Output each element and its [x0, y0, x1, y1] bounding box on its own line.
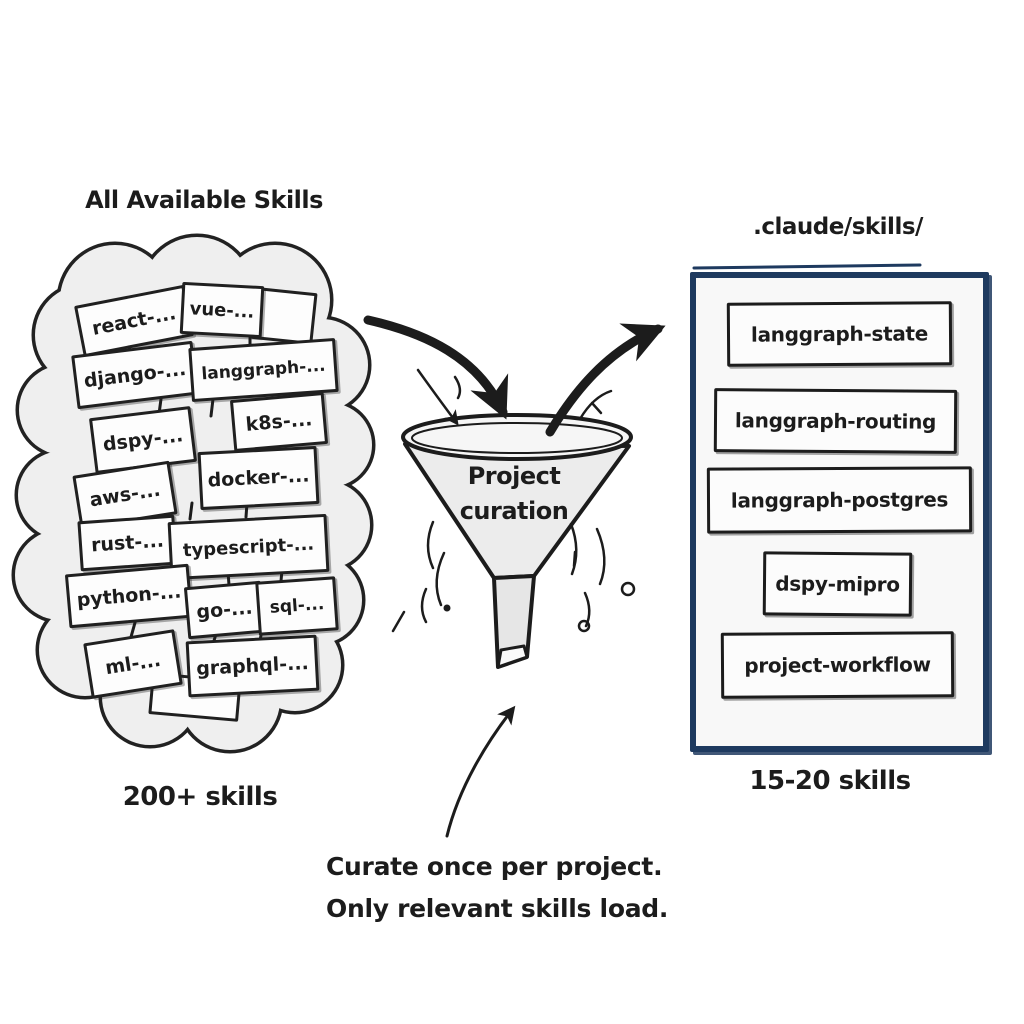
skill-card-rust: rust-... [77, 514, 178, 572]
left-caption: 200+ skills [122, 782, 278, 812]
skill-card-vue: vue-... [179, 281, 265, 339]
skill-card-label: rust-... [90, 529, 165, 557]
bottom-note-line1: Curate once per project. [326, 852, 663, 881]
skill-card-label: docker-... [207, 464, 310, 492]
skill-card-label: k8s-... [244, 408, 314, 436]
skill-card-label: langgraph-... [200, 355, 327, 385]
left-title: All Available Skills [85, 186, 323, 214]
folder-skill-label: langgraph-routing [734, 408, 937, 434]
skill-card-label: vue-... [189, 297, 255, 323]
funnel-label-line1: Project [467, 462, 561, 490]
skill-card-label: ml-... [103, 648, 163, 680]
arrow-funnel-to-folder [545, 323, 666, 437]
skill-card-go: go-... [183, 580, 266, 640]
funnel [401, 413, 633, 669]
skill-card-label: sql-... [269, 594, 325, 618]
skill-card-label: dspy-... [101, 424, 185, 456]
folder-skill-langgraph-routing: langgraph-routing [713, 388, 958, 454]
arrow-into-funnel-small [416, 368, 459, 426]
folder-skill-label: dspy-mipro [775, 571, 900, 597]
skill-card-python: python-... [64, 563, 194, 629]
skill-card-label: go-... [195, 596, 254, 624]
skill-card-graphql: graphql-... [185, 634, 320, 698]
folder-skill-project-workflow: project-workflow [720, 631, 955, 699]
skill-card-docker: docker-... [197, 445, 320, 511]
folder-skill-langgraph-state: langgraph-state [726, 301, 953, 367]
bottom-note-line2: Only relevant skills load. [326, 894, 669, 923]
folder-skill-langgraph-postgres: langgraph-postgres [706, 466, 973, 534]
folder-skill-dspy-mipro: dspy-mipro [762, 551, 913, 617]
skill-card-label: aws-... [88, 478, 162, 512]
skill-card-label: django-... [82, 357, 188, 393]
folder-skill-label: langgraph-state [750, 321, 929, 347]
folder-title: .claude/skills/ [753, 214, 923, 240]
arrow-note-to-funnel [445, 705, 516, 838]
arrow-cloud-to-funnel [363, 315, 509, 420]
folder-skill-label: langgraph-postgres [730, 487, 949, 513]
bottom-note: Curate once per project. Only relevant s… [326, 846, 746, 930]
skill-card-sql: sql-... [255, 576, 339, 636]
skill-card-label: python-... [75, 580, 183, 612]
skill-card-label: graphql-... [195, 652, 310, 680]
funnel-label-line2: curation [459, 497, 569, 525]
skill-card-k8s: k8s-... [229, 392, 329, 452]
folder-skill-label: project-workflow [744, 652, 931, 678]
right-caption: 15-20 skills [749, 766, 911, 796]
skill-card-label: typescript-... [182, 533, 315, 561]
skill-card-label: react-... [90, 302, 178, 340]
skill-card-typescript: typescript-... [167, 513, 330, 581]
